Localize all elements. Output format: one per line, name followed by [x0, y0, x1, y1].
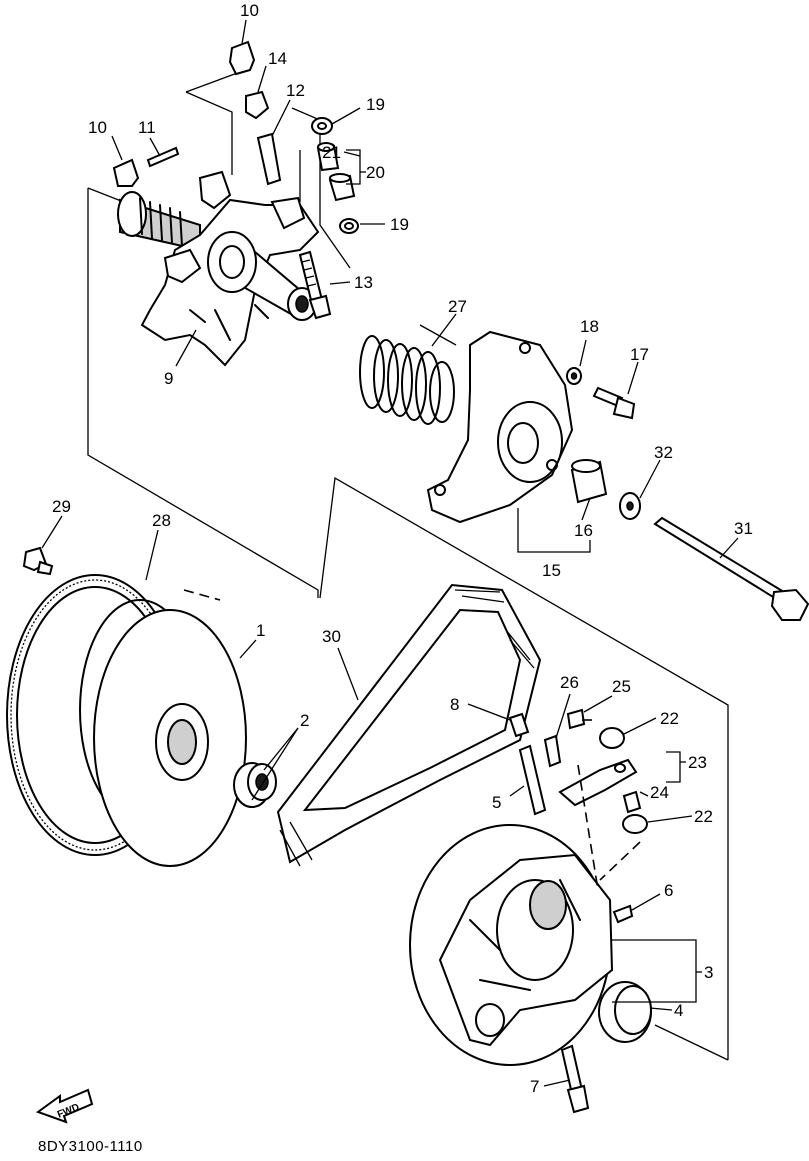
callout-23: 23	[688, 753, 707, 772]
callout-18: 18	[580, 317, 599, 336]
v-belt-30	[276, 583, 542, 867]
pin-11	[146, 146, 180, 168]
nut-14	[245, 90, 270, 120]
callout-8: 8	[450, 695, 459, 714]
collar-2	[233, 762, 277, 808]
callout-7: 7	[530, 1077, 539, 1096]
washer-18	[566, 367, 582, 385]
spring-27	[359, 335, 455, 425]
bushing-16	[570, 459, 608, 504]
sheave-1	[93, 609, 247, 867]
washer-32	[619, 492, 641, 520]
spider-shaft-assembly	[117, 170, 320, 367]
callout-21: 21	[322, 143, 341, 162]
callout-26: 26	[560, 673, 579, 692]
washer-19-lower	[339, 218, 359, 234]
bolt-31	[653, 516, 809, 621]
callout-1: 1	[256, 621, 265, 640]
callout-10-left: 10	[88, 118, 107, 137]
callout-31: 31	[734, 519, 753, 538]
callout-19-lower: 19	[390, 215, 409, 234]
callout-14: 14	[268, 49, 287, 68]
washer-22-upper	[599, 727, 625, 749]
bolt-29	[22, 546, 54, 576]
oil-seal-4	[598, 981, 652, 1043]
guide-lines	[183, 589, 641, 891]
screw-6	[612, 904, 634, 924]
callout-29: 29	[52, 497, 71, 516]
cover-15	[426, 330, 574, 524]
callout-9: 9	[164, 369, 173, 388]
assembly-outline	[87, 71, 729, 1061]
bushing-21	[316, 142, 340, 172]
callout-13: 13	[354, 273, 373, 292]
callout-28: 28	[152, 511, 171, 530]
callout-11: 11	[138, 118, 156, 137]
bolt-7	[560, 1044, 590, 1114]
callout-24: 24	[650, 783, 669, 802]
fwd-arrow-icon: FWD	[35, 1088, 94, 1124]
callout-2: 2	[300, 711, 309, 730]
pin-26	[543, 734, 562, 768]
bracket-23	[558, 758, 638, 807]
callout-25: 25	[612, 677, 631, 696]
callout-5: 5	[492, 793, 501, 812]
cap-10-left	[112, 158, 140, 187]
callout-4: 4	[674, 1001, 683, 1020]
callout-19-upper: 19	[366, 95, 385, 114]
secondary-housing-3	[409, 824, 614, 1066]
roller-pin-12	[256, 132, 282, 186]
bushing-24	[622, 790, 642, 814]
pin-5	[518, 744, 547, 816]
callout-17: 17	[630, 345, 649, 364]
leader-lines	[41, 19, 739, 1087]
screw-25	[566, 708, 586, 730]
bolt-17	[592, 386, 636, 420]
callout-10-upper: 10	[240, 1, 259, 20]
callout-labels: 10 14 12 19 10 11 21 20 19 13 9 27 18 17…	[52, 1, 753, 1096]
callout-6: 6	[664, 881, 673, 900]
callout-22-upper: 22	[660, 709, 679, 728]
callout-22-lower: 22	[694, 807, 713, 826]
callout-12: 12	[286, 81, 305, 100]
callout-16: 16	[574, 521, 593, 540]
cap-10-upper	[228, 40, 256, 76]
bolt-13	[298, 250, 332, 320]
callout-15: 15	[542, 561, 561, 580]
callout-27: 27	[448, 297, 467, 316]
callout-3: 3	[704, 963, 713, 982]
callout-30: 30	[322, 627, 341, 646]
callout-20: 20	[366, 163, 385, 182]
callout-32: 32	[654, 443, 673, 462]
washer-22-lower	[622, 814, 648, 834]
washer-19-upper	[311, 117, 333, 135]
roller-20	[328, 173, 356, 202]
screw-8	[508, 712, 530, 738]
drawing-code: 8DY3100-1110	[38, 1138, 143, 1155]
